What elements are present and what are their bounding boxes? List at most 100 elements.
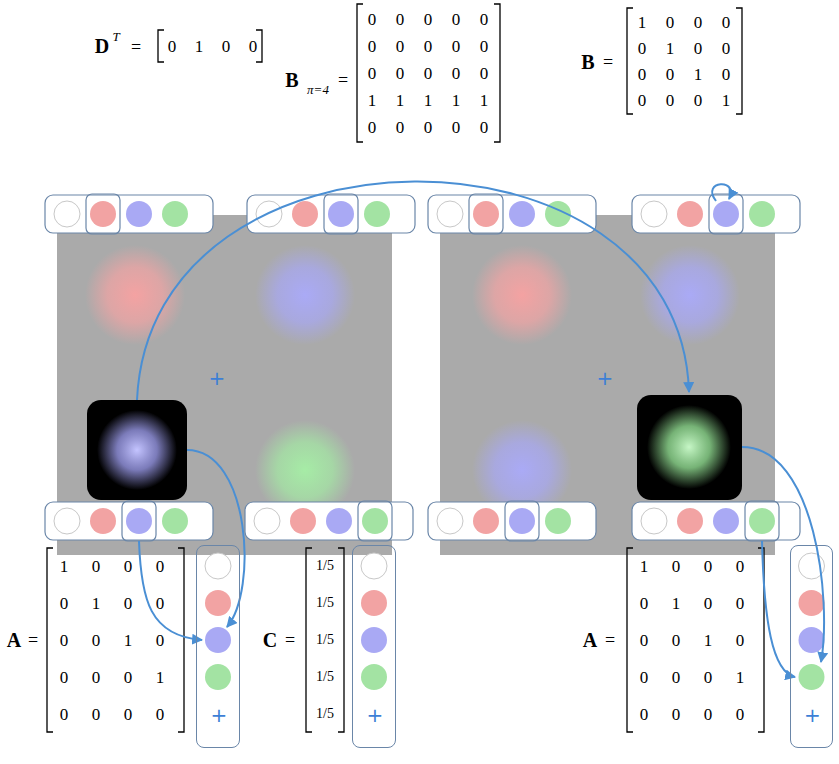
fixation-cross: +	[597, 368, 614, 388]
equals-sign: =	[285, 631, 295, 649]
self-loop-arrow	[712, 184, 731, 201]
state-circle	[256, 201, 282, 227]
matrix-entry: 1/5	[316, 596, 334, 610]
state-circle	[437, 201, 463, 227]
state-circle	[290, 508, 316, 534]
matrix-row: 0 0 1 0	[60, 632, 165, 649]
matrix-bracket	[627, 548, 764, 732]
state-circle	[361, 590, 387, 616]
outcome-vector: +	[196, 545, 240, 748]
matrix-entry: 1/5	[316, 633, 334, 647]
state-circle	[799, 664, 825, 690]
state-circle	[749, 508, 775, 534]
state-group	[632, 502, 800, 540]
stimulus-screen: +	[440, 215, 775, 555]
fixation-cross: +	[367, 705, 384, 725]
state-circle	[641, 201, 667, 227]
selected-state-frame	[505, 501, 539, 541]
state-circle	[205, 553, 231, 579]
matrix-row: 0 0 1 0	[640, 632, 745, 649]
matrix-bracket	[158, 30, 262, 62]
state-circle	[799, 627, 825, 653]
matrix-row: 0 0 0 0	[640, 706, 745, 723]
matrix-row: 0 0 0 0 0	[368, 65, 489, 82]
matrix-row: 0 0 0 1	[60, 669, 165, 686]
state-circle	[54, 508, 80, 534]
matrix-row: 1 0 0 0	[60, 558, 165, 575]
matrix-row: 0 0 0 1	[640, 669, 745, 686]
state-circle	[126, 201, 152, 227]
state-circle	[90, 508, 116, 534]
equals-sign: =	[28, 631, 38, 649]
selected-state-frame	[86, 194, 120, 234]
outcome-vector: +	[352, 545, 396, 748]
state-circle	[162, 508, 188, 534]
state-circle	[361, 553, 387, 579]
matrix-row: 0 0 0 0 0	[368, 38, 489, 55]
equals-sign: =	[605, 631, 615, 649]
outcome-vector: +	[790, 545, 833, 748]
state-circle	[799, 590, 825, 616]
matrix-bracket	[627, 8, 742, 114]
state-group	[428, 502, 596, 540]
state-group	[45, 502, 213, 540]
matrix-name: B	[285, 70, 298, 90]
matrix-row: 0 0 0 0 0	[368, 11, 489, 28]
state-groups	[45, 4, 825, 732]
state-circle	[473, 508, 499, 534]
matrix-row: 0 1 0 0	[168, 38, 258, 55]
state-group	[245, 502, 413, 540]
matrix-name: D	[95, 36, 109, 56]
state-circle	[328, 201, 354, 227]
red-cue	[472, 245, 572, 345]
matrix-row: 1 0 0 0	[638, 14, 731, 31]
fixation-cross: +	[209, 368, 226, 388]
matrix-row: 0 0 0 0	[60, 706, 165, 723]
matrix-name: A	[583, 630, 597, 650]
state-circle	[205, 627, 231, 653]
state-circle	[126, 508, 152, 534]
equals-sign: =	[131, 38, 141, 56]
state-circle	[364, 201, 390, 227]
matrix-bracket	[357, 4, 500, 142]
stimulus-screen: +	[57, 215, 392, 555]
matrix-name: B	[581, 52, 594, 72]
matrix-entry: 1/5	[316, 707, 334, 721]
likelihood-arrow	[742, 447, 824, 662]
matrix-bracket	[47, 548, 184, 732]
state-circle	[162, 201, 188, 227]
likelihood-arrow	[139, 541, 202, 640]
selected-state-frame	[745, 501, 779, 541]
state-circle	[677, 201, 703, 227]
blue-cue	[255, 245, 355, 345]
matrix-bracket	[306, 548, 344, 732]
state-circle	[292, 201, 318, 227]
matrix-entry: 1/5	[316, 559, 334, 573]
state-circle	[749, 201, 775, 227]
selected-state-frame	[358, 501, 392, 541]
equals-sign: =	[603, 53, 613, 71]
state-circle	[509, 508, 535, 534]
state-circle	[437, 508, 463, 534]
green-cue	[647, 405, 731, 489]
matrix-row: 1 0 0 0	[640, 558, 745, 575]
selected-state-frame	[469, 194, 503, 234]
matrix-entry: 1/5	[316, 670, 334, 684]
state-circle	[473, 201, 499, 227]
state-circle	[713, 508, 739, 534]
transition-arrow	[137, 181, 689, 400]
matrix-row: 1 1 1 1 1	[368, 92, 489, 109]
equals-sign: =	[338, 71, 348, 89]
matrix-row: 0 1 0 0	[60, 595, 165, 612]
matrix-row: 0 0 0 0 0	[368, 119, 489, 136]
state-circle	[641, 508, 667, 534]
matrix-name: C	[263, 630, 277, 650]
matrix-row: 0 0 0 1	[638, 92, 731, 109]
state-group	[247, 195, 415, 233]
state-circle	[205, 590, 231, 616]
state-group	[45, 195, 213, 233]
state-circle	[677, 508, 703, 534]
selected-cue-square	[637, 395, 742, 500]
fixation-cross: +	[804, 705, 821, 725]
